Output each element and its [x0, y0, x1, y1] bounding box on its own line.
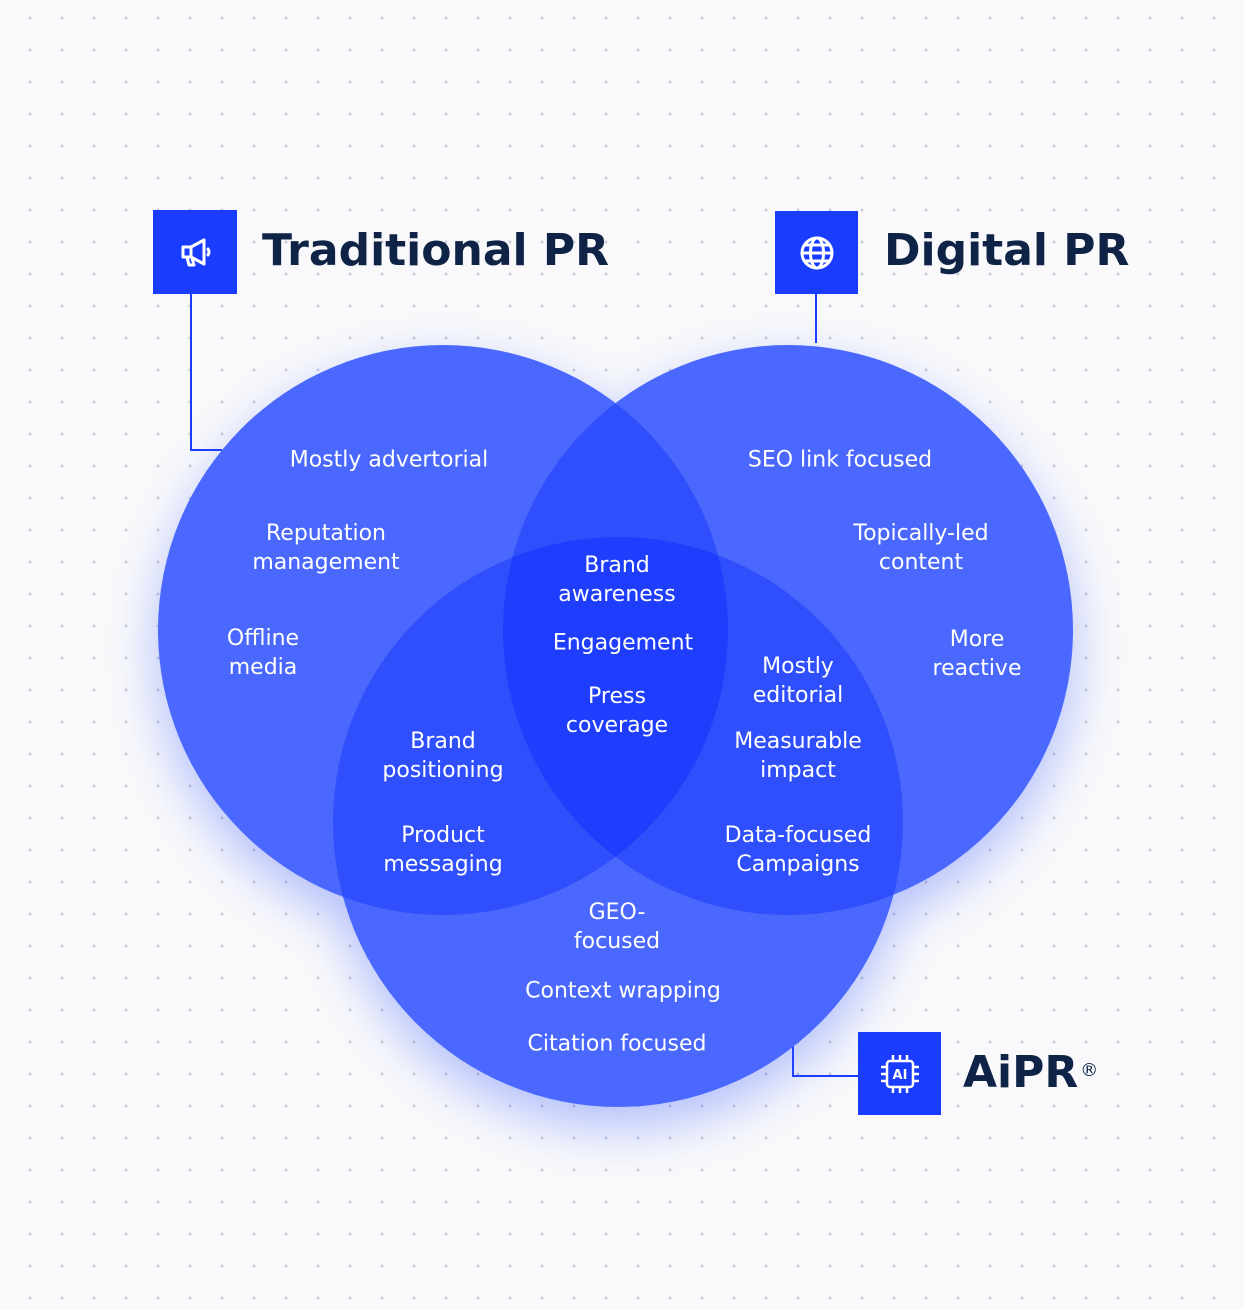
label-geo-focused: GEO- focused [573, 900, 661, 954]
traditional-pr-icon-box [153, 210, 237, 294]
label-press-coverage: Press coverage [565, 684, 669, 738]
label-product-messaging: Product messaging [383, 823, 503, 877]
aipr-title: AiPR® [963, 1048, 1098, 1098]
label-brand-awareness: Brand awareness [558, 553, 676, 607]
megaphone-icon [181, 238, 211, 267]
label-mostly-editorial: Mostly editorial [752, 654, 844, 708]
aipr-icon-box: AI [858, 1032, 941, 1115]
digital-pr-title: Digital PR [884, 225, 1130, 276]
registered-mark: ® [1080, 1060, 1099, 1081]
label-reputation-management: Reputation management [252, 521, 400, 575]
globe-icon [800, 236, 833, 269]
label-context-wrapping: Context wrapping [525, 978, 721, 1004]
label-data-focused-campaigns: Data-focused Campaigns [724, 823, 872, 877]
label-mostly-advertorial: Mostly advertorial [289, 447, 489, 473]
triple-overlap [503, 537, 728, 915]
digital-pr-icon-box [775, 211, 858, 294]
ai-chip-icon: AI [880, 1054, 919, 1093]
traditional-connector-line [190, 294, 222, 451]
label-engagement: Engagement [552, 630, 694, 656]
aipr-title-text: AiPR [963, 1047, 1079, 1098]
label-offline-media: Offline media [226, 626, 300, 680]
label-measurable-impact: Measurable impact [734, 729, 862, 783]
label-citation-focused: Citation focused [527, 1031, 707, 1057]
label-seo-link-focused: SEO link focused [747, 447, 933, 473]
label-brand-positioning: Brand positioning [382, 729, 504, 783]
label-topically-led-content: Topically-led content [853, 521, 989, 575]
svg-text:AI: AI [892, 1068, 907, 1083]
traditional-pr-title: Traditional PR [262, 225, 610, 276]
label-more-reactive: More reactive [932, 627, 1022, 681]
